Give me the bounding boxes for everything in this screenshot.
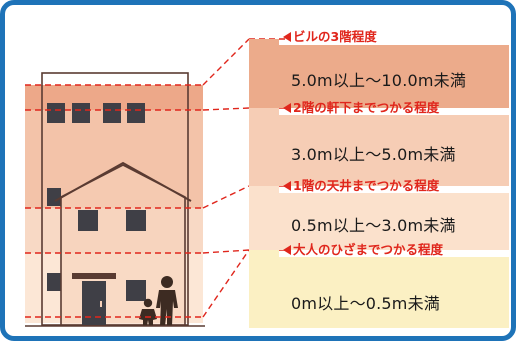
scale-band-3-5m <box>249 108 279 186</box>
depth-range-label: 0m以上～0.5m未満 <box>291 294 440 313</box>
building-window <box>47 273 61 291</box>
label-band-3-5m <box>279 115 509 186</box>
marker-1f-ceiling: 1階の天井までつかる程度 <box>283 179 439 193</box>
marker-label: 大人のひざまでつかる程度 <box>293 242 444 257</box>
house-window <box>126 280 146 301</box>
depth-range-label: 3.0m以上～5.0m未満 <box>291 145 456 164</box>
door-handle <box>100 301 102 307</box>
left-arrow-icon <box>283 181 291 191</box>
house-roof <box>54 161 192 202</box>
house-window <box>126 210 146 231</box>
marker-label: ビルの3階程度 <box>293 29 377 44</box>
label-band-0-05m <box>279 257 509 328</box>
scale-band-5-10m <box>249 39 279 108</box>
adult-figure <box>156 276 178 326</box>
left-arrow-icon <box>283 245 291 255</box>
building-window <box>127 103 145 123</box>
marker-2f-eaves: 2階の軒下までつかる程度 <box>283 101 439 115</box>
depth-range-label: 0.5m以上～3.0m未満 <box>291 216 456 235</box>
marker-label: 1階の天井までつかる程度 <box>293 178 440 193</box>
marker-label: 2階の軒下までつかる程度 <box>293 100 440 115</box>
marker-adult-knee: 大人のひざまでつかる程度 <box>283 243 443 257</box>
depth-range-label: 5.0m以上～10.0m未満 <box>291 71 467 90</box>
door-canopy <box>72 273 116 279</box>
marker-building-3f: ビルの3階程度 <box>283 30 377 44</box>
left-arrow-icon <box>283 32 291 42</box>
building-window <box>47 188 61 206</box>
house-window <box>78 210 98 231</box>
scale-band-0-05m <box>249 250 279 328</box>
label-band-05-3m <box>279 193 509 250</box>
building-window <box>72 103 90 123</box>
scale-band-05-3m <box>249 186 279 250</box>
label-band-5-10m <box>279 45 509 108</box>
left-arrow-icon <box>283 103 291 113</box>
building-window <box>47 103 65 123</box>
house-door <box>82 281 106 325</box>
flood-depth-illustration <box>25 38 509 328</box>
building-window <box>103 103 121 123</box>
